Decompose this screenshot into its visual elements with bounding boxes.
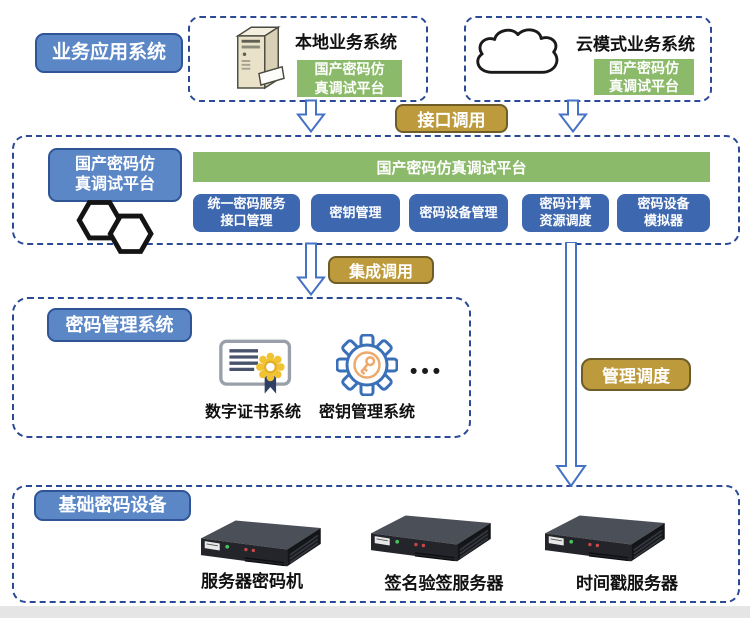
module-unified-crypto-service: 统一密码服务 接口管理 xyxy=(193,194,300,232)
cloud-business-box xyxy=(464,16,712,102)
ellipsis: ••• xyxy=(410,360,445,383)
timestamp-server-label: 时间戳服务器 xyxy=(576,574,678,593)
module-compute-scheduling: 密码计算 资源调度 xyxy=(522,194,609,232)
server-appliance-image-2 xyxy=(371,515,491,562)
server-appliance-image-3 xyxy=(545,515,665,562)
hexagon-logo-icon xyxy=(76,200,154,254)
management-dispatch-label: 管理调度 xyxy=(581,358,691,391)
local-system-title: 本地业务系统 xyxy=(295,33,397,52)
platform-side-label: 国产密码仿 真调试平台 xyxy=(48,148,182,202)
module-device-simulator: 密码设备 模拟器 xyxy=(617,194,710,232)
module-device-management: 密码设备管理 xyxy=(409,194,508,232)
key-management-system-label: 密钥管理系统 xyxy=(318,404,415,421)
cloud-icon xyxy=(476,28,559,74)
management-box xyxy=(12,297,471,438)
server-appliance-image-1 xyxy=(201,520,321,567)
module-key-management: 密钥管理 xyxy=(311,194,400,232)
cloud-system-title: 云模式业务系统 xyxy=(576,35,695,54)
down-arrow-integration xyxy=(295,242,327,297)
devices-box xyxy=(12,485,740,603)
footer-strip xyxy=(0,606,750,618)
down-arrow-management xyxy=(555,242,587,487)
certificate-icon xyxy=(219,339,292,394)
management-system-label: 密码管理系统 xyxy=(47,308,192,342)
gear-key-icon xyxy=(336,334,398,396)
server-tower-icon xyxy=(235,25,285,90)
interface-call-label: 接口调用 xyxy=(395,104,508,133)
basic-crypto-devices-label: 基础密码设备 xyxy=(34,490,191,521)
signature-verification-server-label: 签名验签服务器 xyxy=(384,574,504,593)
integration-call-label: 集成调用 xyxy=(328,256,434,284)
platform-box xyxy=(12,135,740,245)
server-cipher-machine-label: 服务器密码机 xyxy=(201,572,303,591)
digital-certificate-system-label: 数字证书系统 xyxy=(204,404,301,421)
platform-title-bar: 国产密码仿真调试平台 xyxy=(193,152,710,182)
local-platform-badge: 国产密码仿 真调试平台 xyxy=(297,60,402,97)
business-app-system-label: 业务应用系统 xyxy=(35,33,183,73)
down-arrow-local xyxy=(295,99,327,134)
cloud-platform-badge: 国产密码仿 真调试平台 xyxy=(594,59,694,95)
down-arrow-cloud xyxy=(557,99,589,134)
